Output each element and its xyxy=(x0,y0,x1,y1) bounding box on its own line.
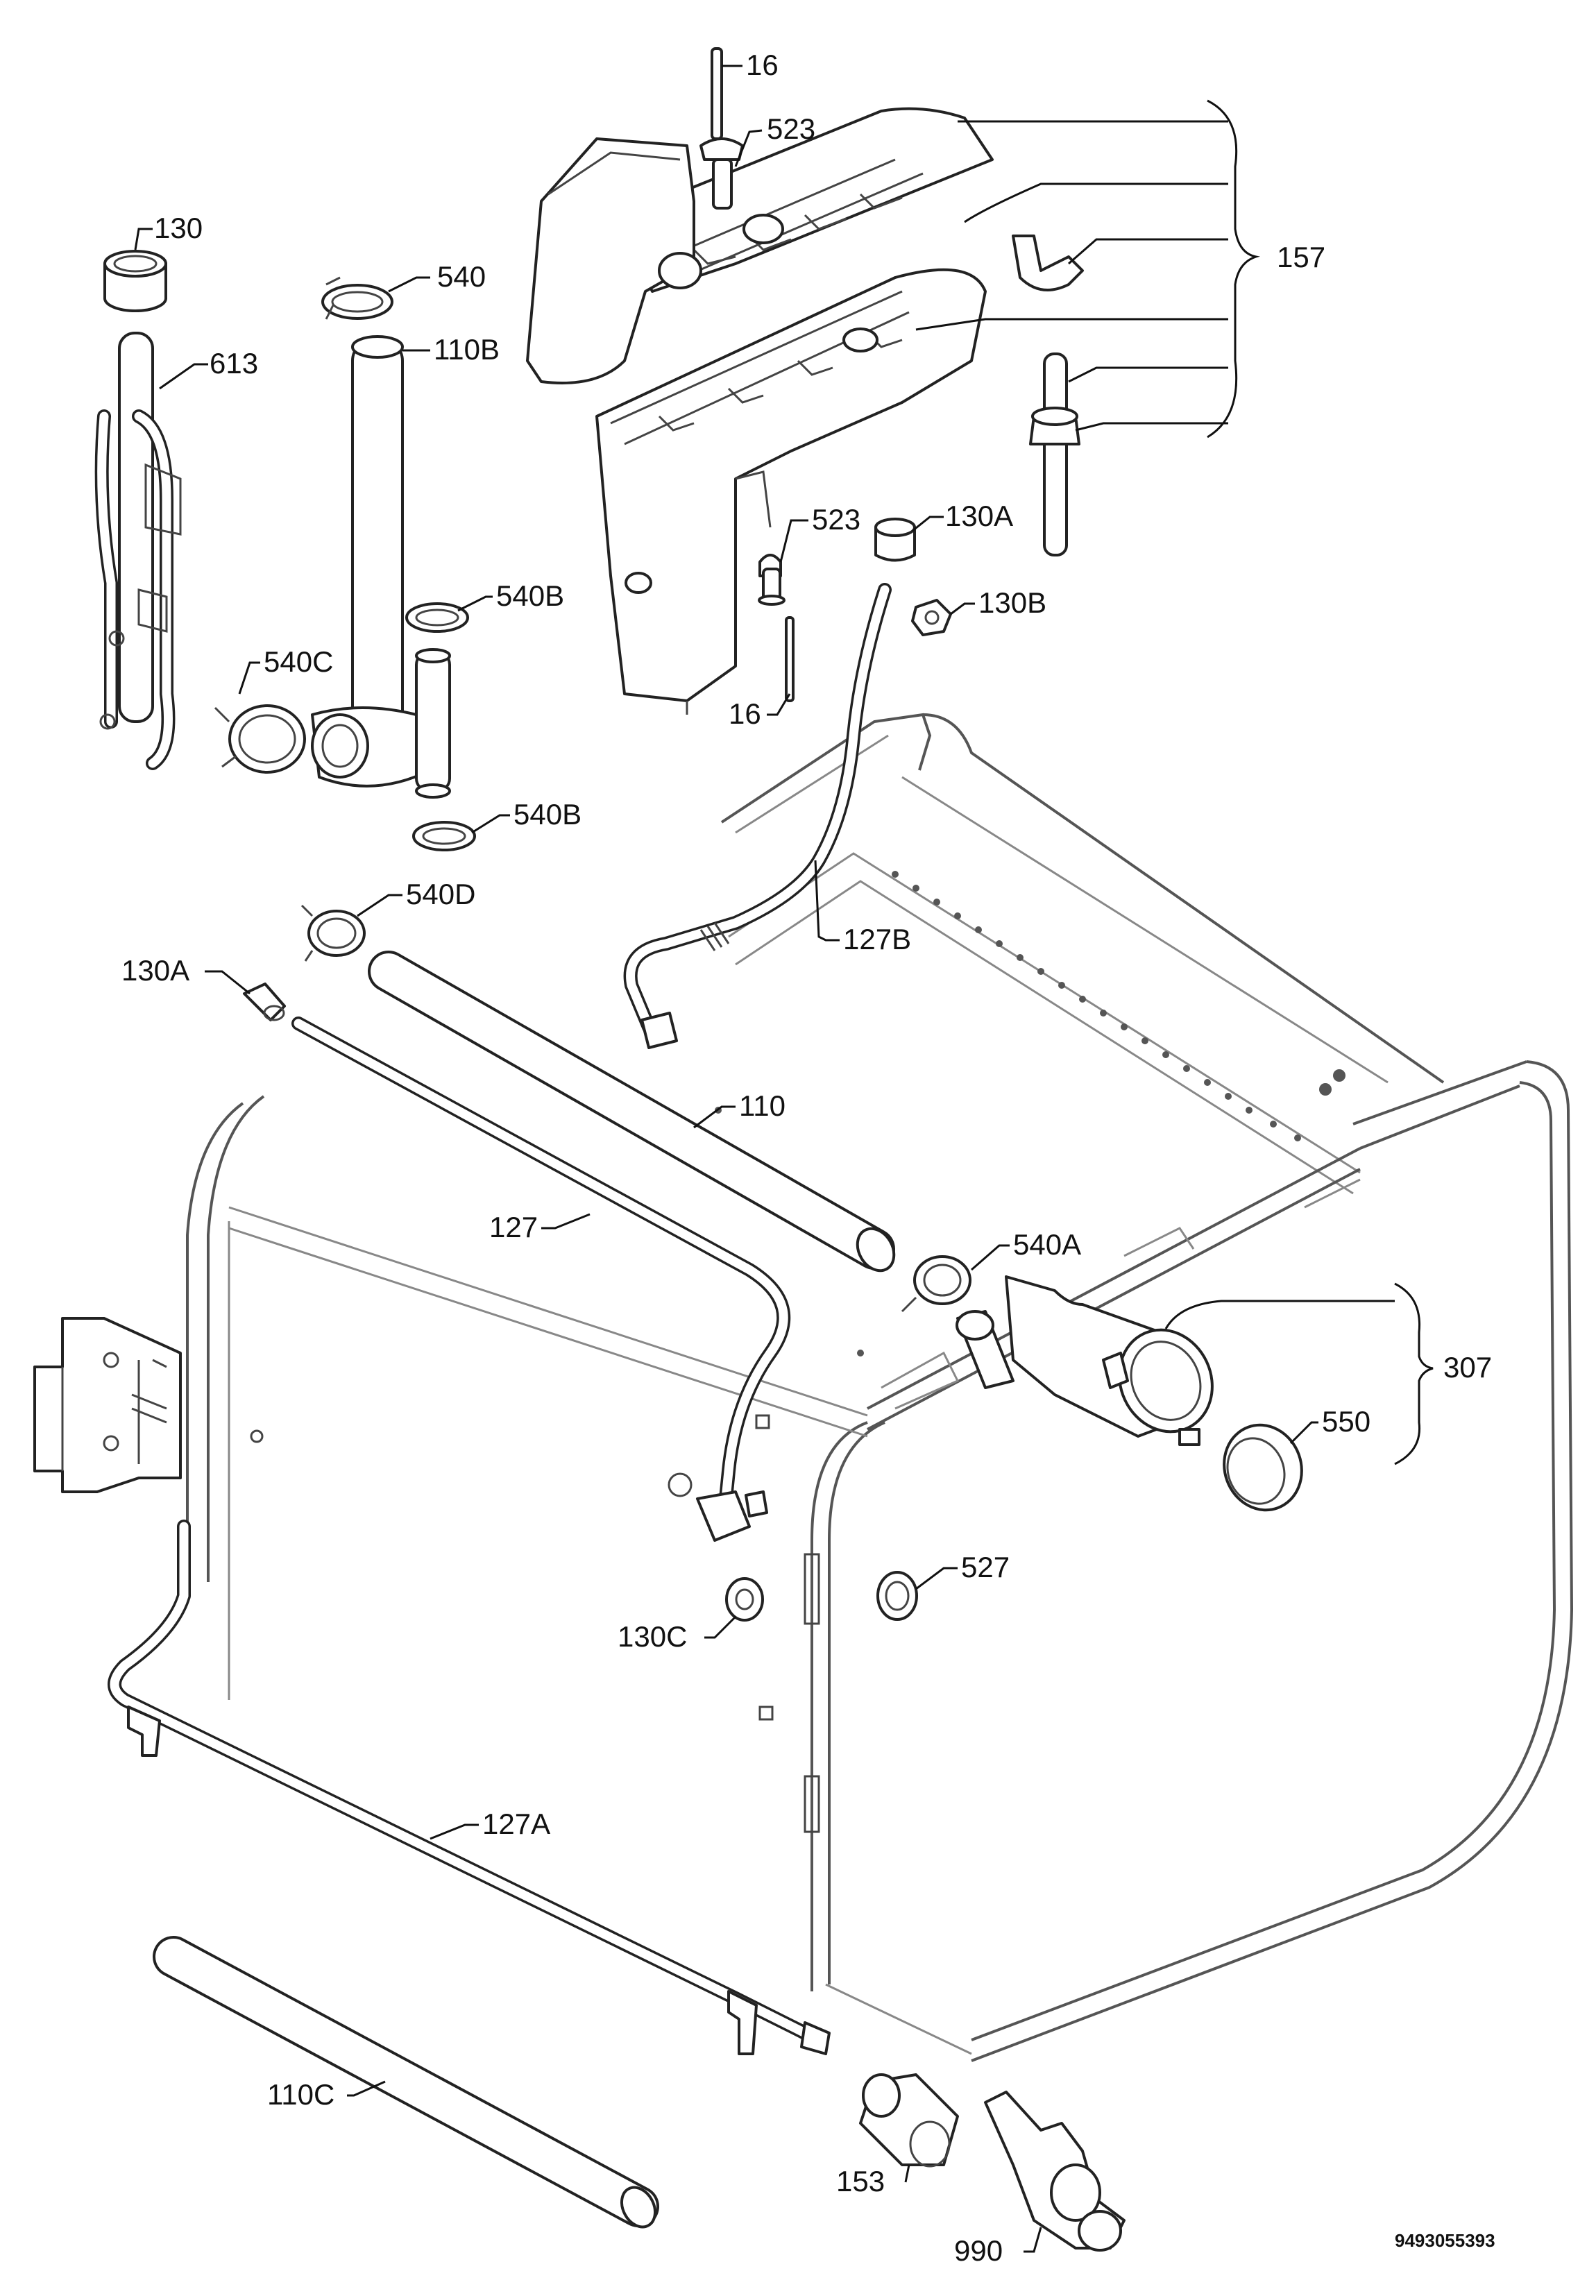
cap-550 xyxy=(1223,1423,1303,1512)
connector-153 xyxy=(859,2073,959,2168)
label-127a: 127A xyxy=(482,1808,550,1840)
screw-16-top xyxy=(711,47,723,140)
hose-127a xyxy=(108,1520,831,2055)
label-127b: 127B xyxy=(843,923,911,955)
hose-127b xyxy=(623,583,892,1049)
label-16-mid: 16 xyxy=(729,697,761,730)
label-307: 307 xyxy=(1443,1351,1492,1384)
label-550: 550 xyxy=(1322,1405,1370,1438)
part-labels: 16 523 130 540 110B 613 157 523 130A 130… xyxy=(121,49,1495,2267)
label-130: 130 xyxy=(154,212,203,244)
washer-130c xyxy=(725,1577,764,1622)
seal-130a-top xyxy=(874,518,916,562)
pipe-110b xyxy=(311,335,451,799)
nut-527 xyxy=(876,1571,918,1621)
label-523-top: 523 xyxy=(767,112,815,145)
label-540b-lower: 540B xyxy=(513,798,581,831)
label-16-top: 16 xyxy=(746,49,779,81)
hose-assembly-613 xyxy=(94,332,182,770)
pin-16-mid xyxy=(785,616,795,702)
brace-307 xyxy=(1394,1282,1434,1465)
label-990: 990 xyxy=(954,2234,1003,2267)
document-number: 9493055393 xyxy=(1395,2230,1495,2251)
clip-540b-upper xyxy=(405,602,469,633)
clip-540a xyxy=(901,1255,971,1313)
label-153: 153 xyxy=(836,2165,885,2197)
dispenser-assembly-157 xyxy=(526,107,1084,715)
tube-110c xyxy=(153,1936,659,2229)
seal-130 xyxy=(103,250,167,312)
label-613: 613 xyxy=(210,347,258,380)
label-110c: 110C xyxy=(267,2078,334,2111)
screw-523-mid xyxy=(758,554,786,606)
hose-127 xyxy=(291,1017,791,1542)
label-110: 110 xyxy=(739,1089,786,1122)
label-130a-left: 130A xyxy=(121,954,189,987)
nut-130b xyxy=(911,599,952,636)
sump-assembly-307 xyxy=(956,1275,1214,1446)
label-110b: 110B xyxy=(434,333,500,366)
label-130a-top: 130A xyxy=(945,500,1013,532)
connector-990 xyxy=(984,2091,1126,2252)
clip-540c xyxy=(214,704,306,774)
label-127: 127 xyxy=(489,1211,538,1243)
label-130c: 130C xyxy=(618,1620,687,1653)
label-523-mid: 523 xyxy=(812,503,860,536)
screw-523-top xyxy=(699,137,744,210)
label-130b: 130B xyxy=(978,586,1046,619)
label-540a: 540A xyxy=(1013,1228,1081,1261)
label-540b-upper: 540B xyxy=(496,579,564,612)
leader-lines xyxy=(134,65,1395,2253)
label-157: 157 xyxy=(1277,241,1325,273)
tube-110 xyxy=(368,951,896,1273)
seal-130a-left xyxy=(243,983,286,1021)
label-527: 527 xyxy=(961,1551,1010,1583)
clip-540b-lower xyxy=(412,821,476,851)
brace-157 xyxy=(1207,99,1260,439)
label-540c: 540C xyxy=(264,645,333,678)
label-540d: 540D xyxy=(406,878,475,910)
clip-540d xyxy=(300,904,366,962)
tub-cabinet xyxy=(33,713,1574,2062)
label-540: 540 xyxy=(437,260,486,293)
clip-540 xyxy=(321,276,393,320)
